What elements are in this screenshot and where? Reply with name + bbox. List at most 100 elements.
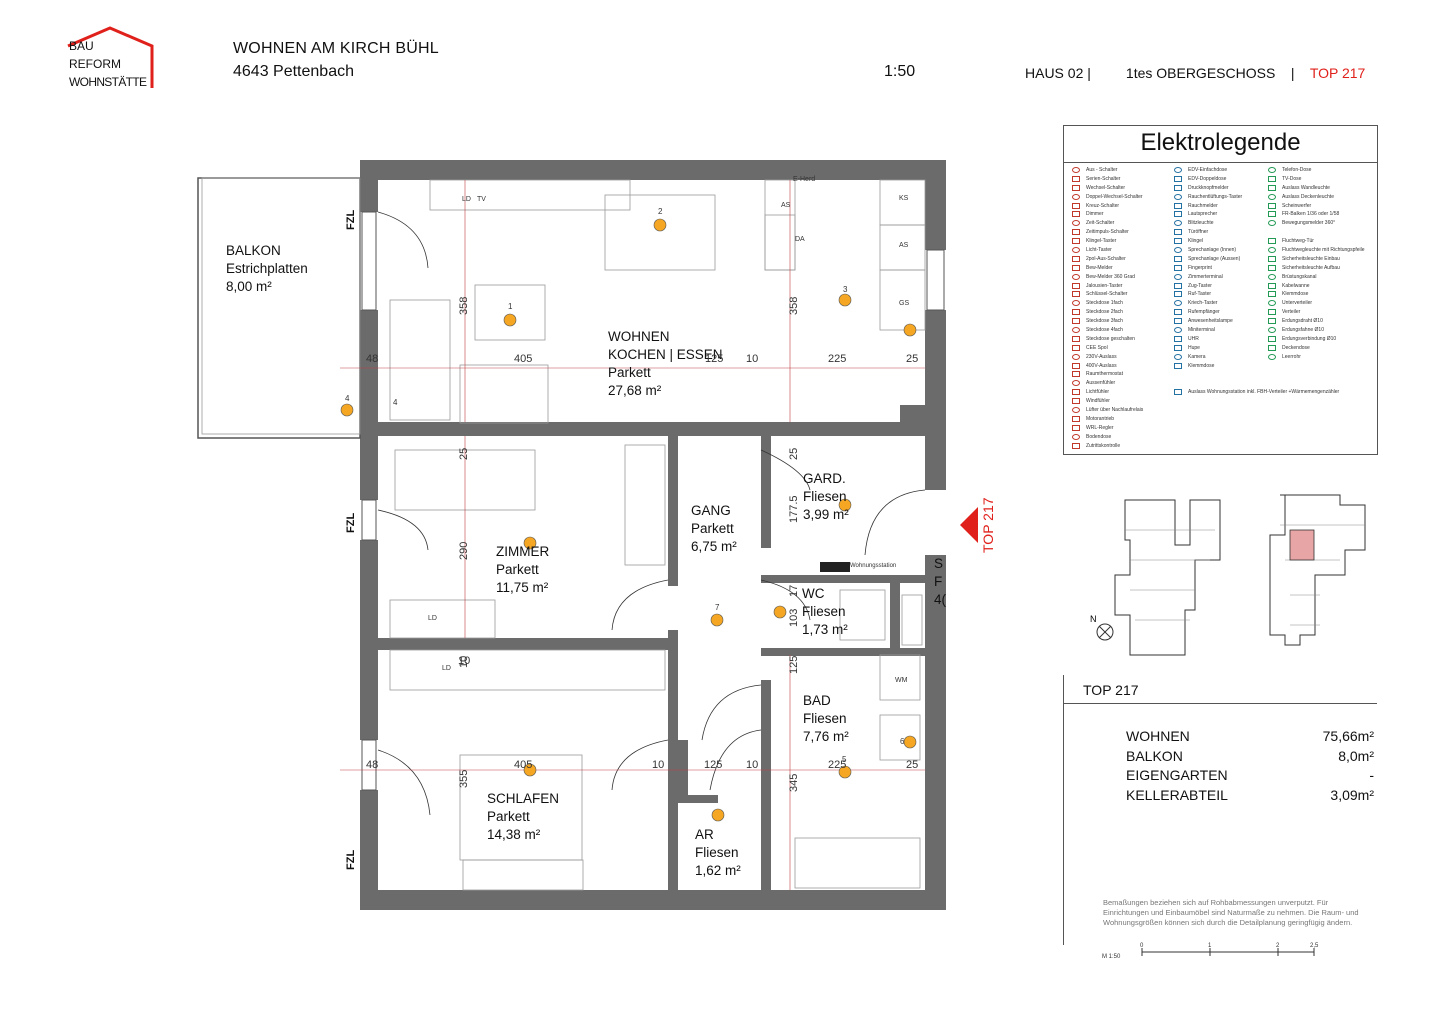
- legend-symbol-icon: [1174, 229, 1182, 236]
- lamp-number: 2: [658, 207, 663, 216]
- legend-item-label: Erdungsfahne Ø10: [1282, 327, 1324, 334]
- legend-symbol-icon: [1072, 389, 1080, 396]
- legend-symbol-icon: [1268, 211, 1276, 218]
- legend-item-label: EDV-Doppeldose: [1188, 175, 1227, 182]
- legend-symbol-icon: [1072, 442, 1080, 449]
- tag-as: AS: [781, 202, 791, 209]
- dim-v: 358: [458, 296, 470, 315]
- legend-symbol-icon: [1072, 335, 1080, 342]
- legend-symbol-icon: [1174, 335, 1182, 342]
- legend-item: Auslass Wandleuchte: [1266, 184, 1365, 193]
- legend-symbol-icon: [1072, 415, 1080, 422]
- legend-item: Türöffner: [1172, 228, 1339, 237]
- legend-item: Kreuz-Schalter: [1070, 202, 1143, 211]
- legend-title: Elektrolegende: [1140, 129, 1301, 156]
- summary-label: KELLERABTEIL: [1126, 787, 1228, 803]
- legend-symbol-icon: [1268, 273, 1276, 280]
- legend-item: 400V-Auslass: [1070, 362, 1143, 371]
- tag-e-herd: E-Herd: [793, 176, 816, 183]
- summary-value: -: [1369, 767, 1374, 783]
- legend-item: Steckdose geschalten: [1070, 335, 1143, 344]
- summary-row: BALKON 8,0m²: [1126, 748, 1374, 764]
- legend-item: Ruf-Taster: [1172, 290, 1339, 299]
- legend-symbol-icon: [1268, 300, 1276, 307]
- legend-item-label: CEE Spol: [1086, 344, 1108, 351]
- legend-symbol-icon: [1072, 407, 1080, 414]
- legend-item: Klemmdose: [1266, 290, 1365, 299]
- legend-symbol-icon: [1072, 255, 1080, 262]
- dim-v: 177.5: [788, 495, 800, 523]
- legend-item: WRL-Regler: [1070, 424, 1143, 433]
- legend-item: Rufempfänger: [1172, 308, 1339, 317]
- dim-h: 48: [366, 353, 379, 365]
- legend-item-label: Doppel-Wechsel-Schalter: [1086, 193, 1143, 200]
- legend-item: EDV-Doppeldose: [1172, 175, 1339, 184]
- floor-label: 1tes OBERGESCHOSS: [1125, 65, 1276, 81]
- legend-item-label: Windfühler: [1086, 398, 1110, 405]
- dim-h: 225: [828, 353, 847, 365]
- legend-item: [1266, 228, 1365, 237]
- legend-item-label: WRL-Regler: [1086, 424, 1114, 431]
- legend-symbol-icon: [1072, 380, 1080, 387]
- legend-symbol-icon: [1174, 193, 1182, 200]
- legend-symbol-icon: [1174, 389, 1182, 396]
- floor-plan-drawing: [197, 160, 978, 910]
- project-city: 4643 Pettenbach: [233, 63, 354, 80]
- lamp-number: 6: [900, 737, 905, 746]
- legend-item: Serien-Schalter: [1070, 175, 1143, 184]
- dim-h: 48: [366, 759, 379, 771]
- legend-item: TV-Dose: [1266, 175, 1365, 184]
- legend-symbol-icon: [1268, 175, 1276, 182]
- dim-h: 25: [906, 353, 919, 365]
- tag-wohnungsstation: Wohnungsstation: [850, 563, 897, 569]
- legend-item-label: Lüfter über Nachlaufrelais: [1086, 407, 1144, 414]
- legend-symbol-icon: [1072, 264, 1080, 271]
- legend-item-label: Rauchmelder: [1188, 202, 1218, 209]
- dim-v: 355: [458, 769, 470, 788]
- legend-symbol-icon: [1072, 184, 1080, 191]
- legend-item-label: Bodendose: [1086, 433, 1112, 440]
- legend-item: Zug-Taster: [1172, 282, 1339, 291]
- lamp-number: 4: [393, 398, 398, 407]
- legend-item-label: Kriech-Taster: [1188, 300, 1218, 307]
- legend-symbol-icon: [1174, 309, 1182, 316]
- legend-item: Bodendose: [1070, 433, 1143, 442]
- legend-item: Doppel-Wechsel-Schalter: [1070, 193, 1143, 202]
- legend-item-label: Lautsprecher: [1188, 211, 1218, 218]
- legend-item: Bew-Melder 360 Grad: [1070, 273, 1143, 282]
- legend-item: Fluchtweg-Tür: [1266, 237, 1365, 246]
- legend-item-label: FR-Balken 1/36 oder 1/58: [1282, 211, 1340, 218]
- legend-item-label: Rauchentlüftungs-Taster: [1188, 193, 1243, 200]
- legend-symbol-icon: [1072, 424, 1080, 431]
- legend-item-label: UHR: [1188, 335, 1199, 342]
- legend-item: Telefon-Dose: [1266, 166, 1365, 175]
- legend-symbol-icon: [1072, 398, 1080, 405]
- legend-item-label: Ruf-Taster: [1188, 291, 1212, 298]
- legend-item: Wechsel-Schalter: [1070, 184, 1143, 193]
- legend-symbol-icon: [1268, 247, 1276, 254]
- scalebar-tick: 2: [1276, 943, 1280, 949]
- legend-item: Sprechanlage (Aussen): [1172, 255, 1339, 264]
- legend-item-label: Verteiler: [1282, 309, 1301, 316]
- legend-divider: [1064, 162, 1377, 163]
- tag-ld: LD: [442, 665, 451, 672]
- legend-symbol-icon: [1174, 291, 1182, 298]
- legend-item-label: Sicherheitsleuchte Einbau: [1282, 255, 1340, 262]
- legend-symbol-icon: [1174, 167, 1182, 173]
- legend-item-label: Anwesenheitslampe: [1188, 318, 1233, 325]
- legend-symbol-icon: [1268, 282, 1276, 289]
- legend-symbol-icon: [1174, 175, 1182, 182]
- legend-item: Erdungsdraht Ø10: [1266, 317, 1365, 326]
- tag-da: DA: [795, 236, 805, 243]
- legend-item: Miniterminal: [1172, 326, 1339, 335]
- scalebar-tick: 2,5: [1310, 943, 1319, 949]
- legend-item-label: Bew-Melder 360 Grad: [1086, 273, 1135, 280]
- scale-bar: M 1:50 0 1 2 2,5: [1102, 943, 1319, 960]
- legend-item: Unterverteiler: [1266, 299, 1365, 308]
- legend-item-label: Zug-Taster: [1188, 282, 1212, 289]
- legend-item: Kriech-Taster: [1172, 299, 1339, 308]
